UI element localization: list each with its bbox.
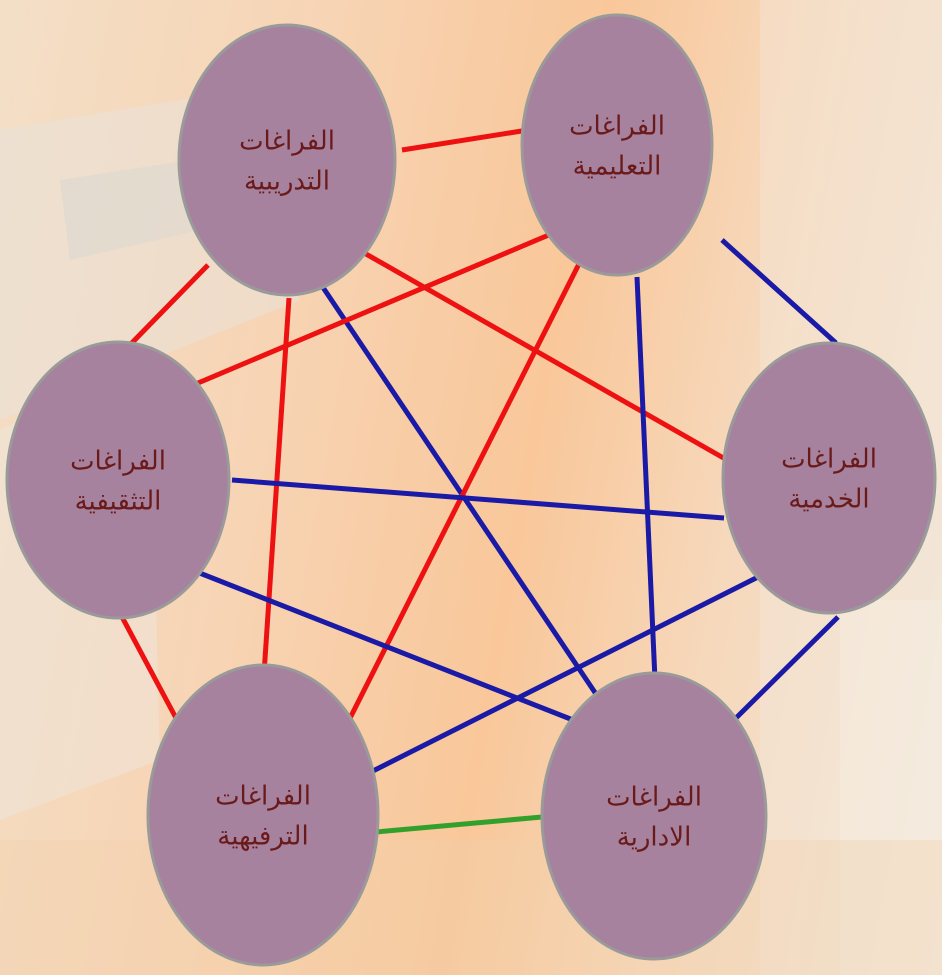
node-label-training-line1: الفراغات bbox=[239, 127, 335, 157]
node-label-recreational-line1: الفراغات bbox=[215, 782, 311, 812]
node-label-recreational-line2: الترفيهية bbox=[217, 822, 308, 852]
node-ellipse-cultural bbox=[5, 340, 231, 620]
node-label-service-line1: الفراغات bbox=[781, 445, 877, 475]
node-ellipse-service bbox=[721, 341, 937, 615]
node-ellipse-training bbox=[177, 23, 397, 297]
edge-training-recreational bbox=[259, 297, 292, 705]
edge-educational-service bbox=[720, 238, 838, 345]
node-label-cultural-line2: التثقيفية bbox=[75, 487, 162, 517]
node-ellipse-administrative bbox=[540, 671, 768, 961]
node-ellipse-educational bbox=[520, 13, 714, 277]
node-label-cultural-line1: الفراغات bbox=[70, 447, 166, 477]
space-nodes: الفراغاتالتدريبيةالفراغاتالتعليميةالفراغ… bbox=[5, 13, 937, 967]
node-service: الفراغات الخدمية bbox=[721, 341, 937, 615]
edge-cultural-service bbox=[231, 477, 725, 521]
edge-educational-administrative bbox=[634, 276, 658, 681]
edge-service-recreational bbox=[357, 574, 760, 781]
edge-recreational-administrative bbox=[375, 814, 543, 835]
edge-service-administrative bbox=[732, 615, 840, 722]
edge-cultural-recreational bbox=[119, 615, 187, 735]
node-ellipse-recreational bbox=[146, 663, 380, 967]
node-label-administrative-line2: الادارية bbox=[617, 823, 692, 853]
edge-training-administrative bbox=[315, 278, 603, 702]
node-label-educational-line1: الفراغات bbox=[569, 112, 665, 142]
edge-cultural-administrative bbox=[191, 567, 574, 723]
edge-training-cultural bbox=[120, 263, 210, 355]
node-label-educational-line2: التعليمية bbox=[573, 152, 662, 182]
edge-training-educational bbox=[401, 127, 529, 153]
node-training: الفراغات التدريبية bbox=[177, 23, 397, 297]
node-educational: الفراغات التعليمية bbox=[520, 13, 714, 277]
connection-lines bbox=[119, 127, 840, 835]
node-label-training-line2: التدريبية bbox=[244, 167, 330, 197]
node-administrative: الفراغات الادارية bbox=[540, 671, 768, 961]
edge-educational-cultural bbox=[197, 223, 571, 386]
node-cultural: الفراغات التثقيفية bbox=[5, 340, 231, 620]
edge-training-service bbox=[357, 247, 729, 463]
node-label-service-line2: الخدمية bbox=[788, 485, 869, 515]
node-label-administrative-line1: الفراغات bbox=[606, 783, 702, 813]
node-recreational: الفراغات الترفيهية bbox=[146, 663, 380, 967]
